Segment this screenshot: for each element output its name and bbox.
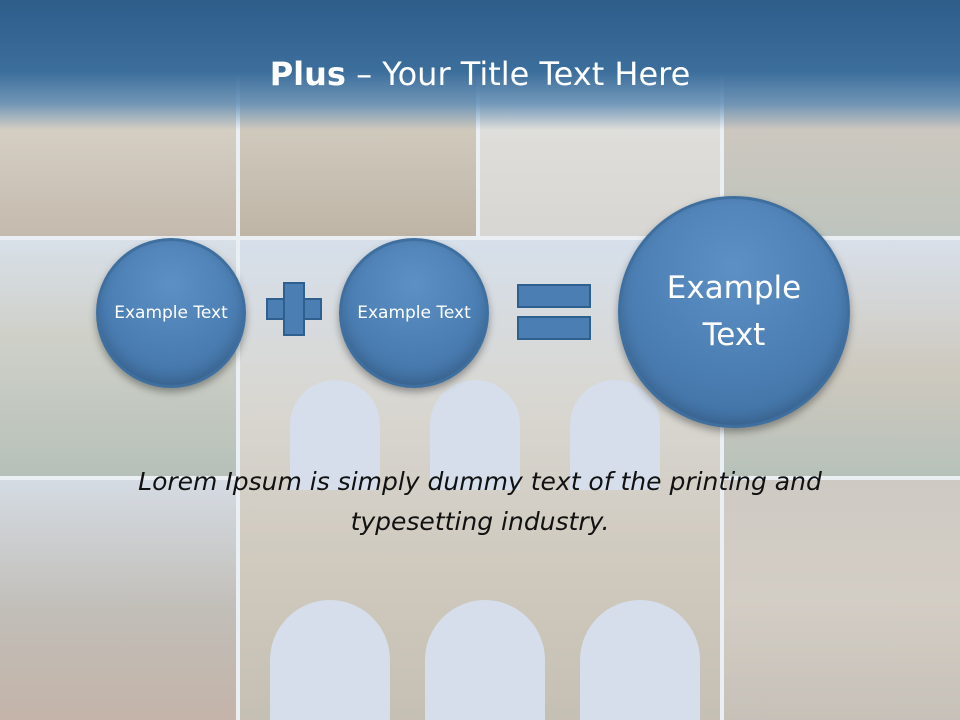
aqueduct-arch [570,380,660,490]
photo-tile-aqueduct-close [724,480,960,720]
equals-icon-bottom-bar [517,316,591,340]
aqueduct-arch [290,380,380,490]
aqueduct-arch [580,600,700,720]
aqueduct-arch [270,600,390,720]
body-text[interactable]: Lorem Ipsum is simply dummy text of the … [138,467,822,536]
slide-title-bold: Plus [269,55,346,93]
equals-icon-top-bar [517,284,591,308]
circle-operand-2-label: Example Text [357,303,471,323]
circle-operand-2[interactable]: Example Text [339,238,489,388]
slide-title-rest: – Your Title Text Here [345,55,691,93]
title-bar [0,0,960,130]
circle-operand-1-label: Example Text [114,303,228,323]
circle-result-label: Example Text [666,270,802,353]
circle-operand-1[interactable]: Example Text [96,238,246,388]
slide-title[interactable]: Plus – Your Title Text Here [0,52,960,96]
plus-icon-core [285,300,303,318]
photo-tile-cafe-umbrellas [0,480,236,720]
circle-result[interactable]: Example Text [618,196,850,428]
aqueduct-arch [430,380,520,490]
aqueduct-arch [425,600,545,720]
